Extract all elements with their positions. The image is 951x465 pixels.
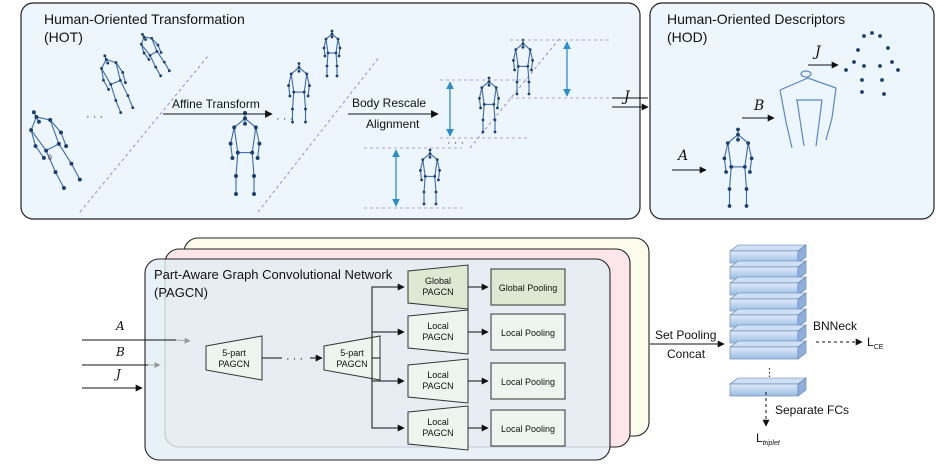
feature-bar [729,308,807,328]
pagcn-abbr: (PAGCN) [154,285,208,300]
feature-bar [729,324,807,344]
local-pagcn-block [407,405,469,451]
hot-divider-1 [79,55,209,213]
pagcn-block-label: PAGCN [422,428,453,438]
feature-bar [729,292,807,312]
input-symbol-a: A [115,319,125,333]
feature-bar [729,377,807,397]
hot-panel: Human-Oriented Transformation (HOT) θ · … [20,2,641,220]
feature-stack-dots: ⋮ [764,367,775,379]
pagcn-block-label: PAGCN [422,287,453,297]
affine-transform-label: Affine Transform [172,97,260,111]
concat-label: Concat [667,347,706,361]
pagcn-block-label: Local [427,321,449,331]
hod-abbr: (HOD) [667,29,707,45]
hod-symbol-a: A [676,148,688,164]
height-guides [364,39,612,209]
hod-symbol-j: J [812,44,822,60]
loss-ce: LCE [867,335,884,351]
hod-symbol-b: B [753,98,764,114]
skeleton-rescaled-2 [478,76,500,134]
pagcn-block-label: PAGCN [422,332,453,342]
skeleton-raw-large [29,110,82,190]
local-pagcn-block [407,309,469,355]
pooling-label: Global Pooling [499,283,558,293]
separate-fcs-label: Separate FCs [775,403,849,417]
hot-dots-2: · · · [276,113,293,125]
input-symbol-j: J [113,367,122,381]
local-pagcn-block [407,358,469,404]
skeleton-raw-mid [100,54,135,114]
alignment-label: Alignment [366,117,420,131]
set-pooling-label: Set Pooling [655,328,716,342]
global-pooling-box [490,268,566,306]
feature-bar [729,276,807,296]
svg-text:5-part: 5-part [222,348,246,358]
svg-text:PAGCN: PAGCN [336,359,367,369]
skeleton-hod-b [779,70,837,149]
feature-stack [729,244,807,397]
feature-bar [729,260,807,280]
feature-bar [729,340,807,360]
link-symbol-j: J [621,89,631,105]
svg-text:5-part: 5-part [340,348,364,358]
pooling-label: Local Pooling [501,424,555,434]
skeleton-affine-small [322,29,342,78]
local-pooling-box [490,409,566,447]
pagcn-dots: · · · [286,353,303,365]
bnneck-label: BNNeck [813,319,858,333]
svg-text:PAGCN: PAGCN [218,359,249,369]
local-pooling-box [490,313,566,351]
skeleton-rescaled-1 [419,148,441,206]
skeleton-affine-large [228,111,262,196]
loss-triplet: Ltriplet [756,431,781,447]
hot-dots-3: · · · [447,137,464,149]
pagcn-block-label: Global [425,276,451,286]
pagcn-title: Part-Aware Graph Convolutional Network [154,267,393,282]
theta-label: θ [48,155,52,162]
pagcn-block-label: PAGCN [422,381,453,391]
global-pagcn-block [407,264,469,310]
hot-dots-1: · · · [86,111,103,123]
skeleton-rescaled-3 [512,38,534,96]
five-part-pagcn-1: 5-part PAGCN [205,335,263,381]
local-pooling-box [490,362,566,400]
hod-title: Human-Oriented Descriptors [667,11,845,27]
pagcn-inputs: A B J [82,319,191,392]
pooling-label: Local Pooling [501,328,555,338]
hod-panel: Human-Oriented Descriptors (HOD) A B J [649,2,935,220]
pagcn-block-label: Local [427,417,449,427]
skeleton-affine-mid [287,62,311,124]
feature-bar [729,244,807,264]
skeleton-hod-j [844,31,900,96]
pagcn-block-label: Local [427,370,449,380]
skeleton-hod-a [722,127,754,208]
hot-title: Human-Oriented Transformation [44,11,245,27]
pooling-label: Local Pooling [501,377,555,387]
input-symbol-b: B [115,345,125,359]
hot-abbr: (HOT) [44,29,83,45]
branch-lines [371,283,405,432]
skeleton-raw-small [139,32,171,78]
body-rescale-label: Body Rescale [352,96,426,110]
five-part-pagcn-2: 5-part PAGCN [323,335,381,381]
